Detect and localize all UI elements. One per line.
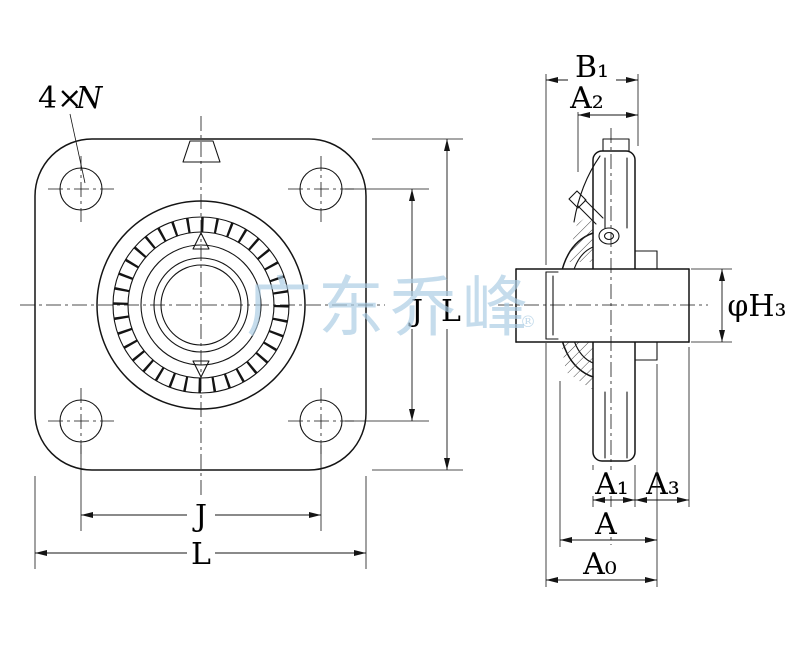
- housing-upper-curve: [573, 155, 601, 223]
- section-hatch-upper: [567, 212, 593, 262]
- label-halo: [589, 510, 623, 537]
- label-halo: [640, 470, 686, 496]
- side-view: [498, 128, 708, 545]
- dim-label-h3: φH₃: [727, 289, 786, 324]
- bolt-hole-top-left: [48, 156, 114, 222]
- dim-label-a1: A₁: [594, 467, 629, 502]
- shaft-body: [516, 269, 689, 342]
- leader-line: [69, 113, 86, 184]
- label-halo: [403, 296, 431, 329]
- bolt-note-prefix: 4×: [38, 81, 82, 116]
- dim-label-a0: A₀: [582, 547, 617, 582]
- dim-label-a2: A₂: [569, 81, 604, 116]
- bolt-hole-bottom-right: [288, 388, 354, 454]
- label-halo: [187, 539, 215, 572]
- label-halo: [568, 52, 616, 83]
- dim-label-j-right: J: [408, 294, 423, 329]
- dim-label-b1: B₁: [575, 50, 609, 85]
- grease-nipple: [568, 190, 587, 209]
- bolt-note-symbol: N: [75, 81, 104, 116]
- front-view-dimensions: J L J L 4× N: [34, 81, 465, 572]
- top-neck: [602, 138, 630, 152]
- side-view-dimensions: B₁ A₂ φH₃ A₁ A₃ A A₀: [545, 50, 790, 587]
- section-hatch-lower: [560, 330, 593, 390]
- dim-label-a: A: [594, 507, 617, 542]
- label-halo: [187, 501, 215, 534]
- bolt-hole-top-right: [288, 156, 354, 222]
- dim-label-j-bottom: J: [192, 499, 207, 534]
- label-halo: [726, 292, 790, 323]
- bolt-hole-bottom-left: [48, 388, 114, 454]
- set-screw-side: [598, 227, 620, 245]
- flange-outline: [34, 138, 367, 471]
- dim-label-l-bottom: L: [191, 537, 211, 572]
- front-view: [20, 116, 385, 499]
- label-halo: [437, 296, 465, 329]
- label-halo: [577, 550, 623, 577]
- label-halo: [563, 84, 611, 112]
- set-screw-side-inner: [603, 231, 615, 241]
- grease-fitting: [182, 140, 221, 163]
- dim-label-l-right: L: [441, 294, 461, 329]
- dim-label-a3: A₃: [645, 467, 680, 502]
- grease-boss-line: [584, 199, 604, 219]
- label-halo: [590, 470, 634, 496]
